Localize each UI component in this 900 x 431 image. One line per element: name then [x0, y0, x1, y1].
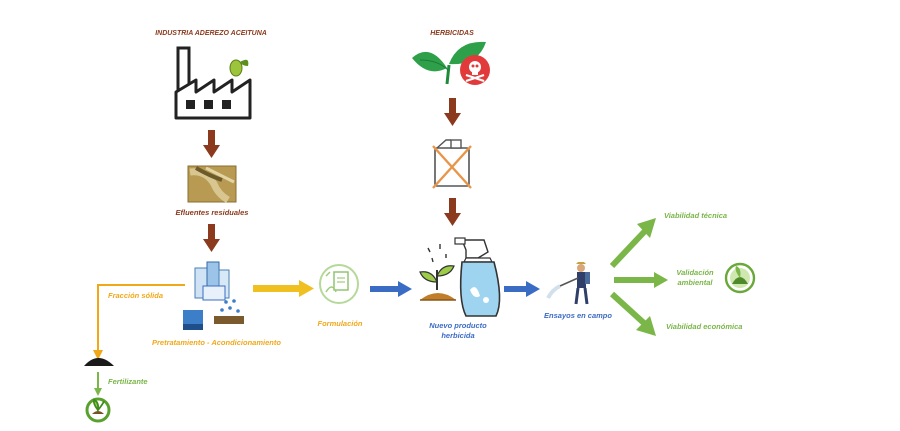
pretratamiento-label: Pretratamiento - Acondicionamiento [152, 338, 281, 347]
arrow-soil-fertilizer [94, 372, 102, 396]
arrow-treatment-formulation [253, 280, 314, 297]
crossed-canister-icon [432, 139, 472, 189]
fertilizante-label: Fertilizante [108, 377, 148, 386]
arrow-trial-economic [609, 291, 656, 336]
environment-badge-icon [724, 262, 756, 294]
water-treatment-icon [183, 261, 244, 330]
efluentes-label: Efluentes residuales [175, 208, 249, 217]
arrow-herbicide-canister [444, 98, 461, 126]
sprayer-plant-icon [419, 237, 501, 317]
nuevo-producto-label-1: Nuevo producto [429, 321, 487, 330]
viabilidad-economica-label: Viabilidad económica [666, 322, 743, 331]
validacion-label-1: Validación [676, 268, 714, 277]
arrow-factory-effluent [203, 130, 220, 158]
olive-icon [229, 59, 249, 77]
ensayos-label: Ensayos en campo [544, 311, 612, 320]
industria-label: INDUSTRIA ADEREZO ACEITUNA [155, 30, 267, 37]
fraccion-solida-label: Fracción sólida [108, 291, 164, 300]
arrow-trial-technical [609, 218, 656, 269]
farmer-spraying-icon [546, 262, 590, 305]
factory-icon [174, 46, 252, 120]
arrow-canister-product [444, 198, 461, 226]
herbicidas-label: HERBICIDAS [430, 30, 474, 37]
arrow-effluent-treatment [203, 224, 220, 252]
solid-fraction-line [93, 284, 185, 360]
nuevo-producto-label-2: herbicida [441, 331, 475, 340]
plant-leaves-icon [412, 41, 486, 85]
soil-pile-icon [84, 358, 114, 366]
arrow-product-trial [504, 281, 540, 297]
skull-icon [460, 55, 490, 85]
arrow-trial-environmental [614, 272, 668, 288]
formulation-icon [319, 264, 359, 304]
viabilidad-tecnica-label: Viabilidad técnica [664, 211, 728, 220]
effluent-pipe-icon [187, 165, 237, 204]
formulacion-label: Formulación [317, 319, 363, 328]
arrow-formulation-product [370, 281, 412, 297]
fertilizer-plant-icon [85, 397, 111, 423]
validacion-label-2: ambiental [677, 278, 713, 287]
